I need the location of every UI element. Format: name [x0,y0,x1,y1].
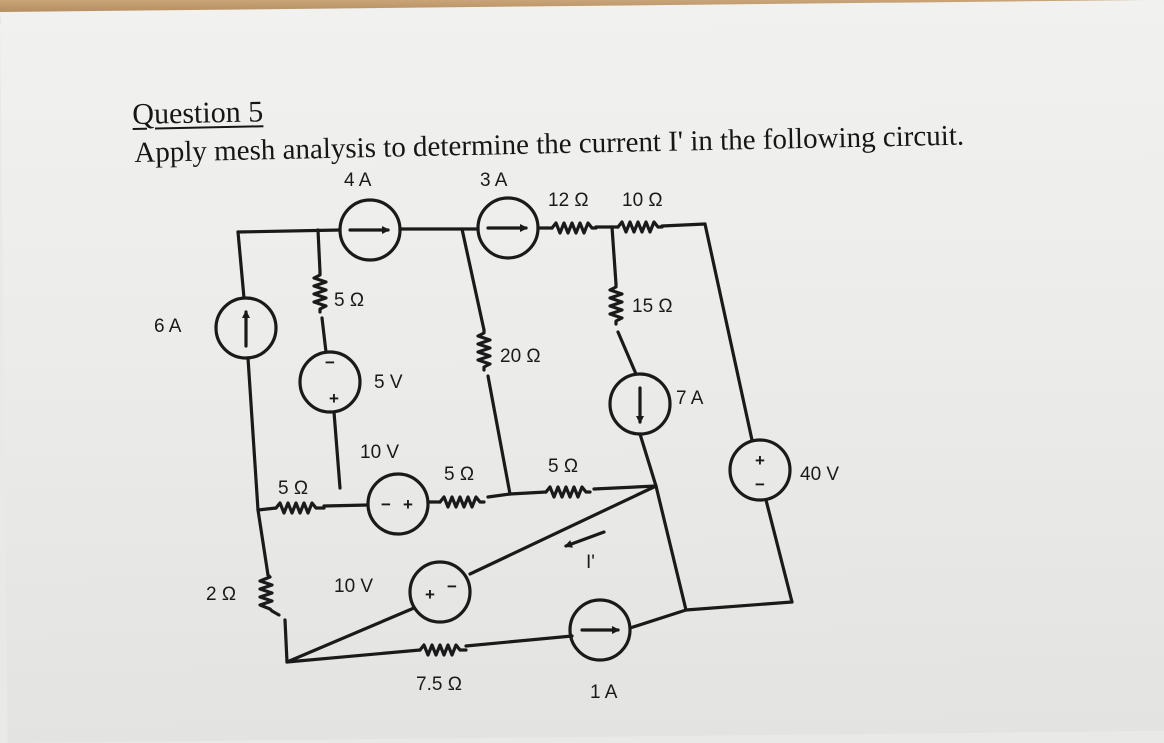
voltage-source-10v-mid [366,472,430,536]
resistor-12-ohm [550,221,598,235]
branch-15ohm-7a [610,225,688,612]
top-wire [236,222,707,234]
i-prime-arrow [564,530,606,548]
label-7a: 7 A [676,388,704,409]
polarity-plus-10v-mid: + [403,495,413,514]
diagonal-wire-i-prime [468,484,658,576]
bottom-wire [285,608,688,664]
label-1a: 1 A [590,682,618,703]
label-10v-low: 10 V [334,576,373,597]
lower-diagonal-wire [285,606,416,664]
label-4a: 4 A [344,170,372,191]
label-5-ohm-right: 5 Ω [548,456,578,477]
voltage-source-5v [298,350,362,414]
resistor-15-ohm [608,282,624,326]
label-5-ohm-left: 5 Ω [278,478,308,499]
label-3a: 3 A [480,170,508,191]
current-source-7a [608,372,672,436]
middle-row-wire [256,484,658,512]
resistor-20-ohm [476,328,492,372]
current-source-4a [338,198,402,262]
resistor-5-ohm-top [312,270,328,314]
resistor-5-ohm-right [544,485,592,499]
polarity-minus-10v-low: − [447,577,457,596]
label-12-ohm: 12 Ω [548,190,589,211]
right-wire [684,222,794,612]
current-source-1a [568,598,632,662]
polarity-minus-10v-mid: − [381,495,391,514]
polarity-minus-5v: − [325,353,335,372]
polarity-plus-40v: + [755,451,765,470]
label-7-5-ohm: 7.5 Ω [416,674,462,695]
resistor-5-ohm-mid [438,495,486,509]
polarity-plus-5v: + [329,389,339,408]
label-10-ohm: 10 Ω [622,190,663,211]
label-15-ohm: 15 Ω [632,296,673,317]
resistor-5-ohm-left [274,501,326,515]
polarity-plus-10v-low: + [425,585,435,604]
resistor-10-ohm [616,220,664,234]
current-source-3a [476,196,540,260]
label-10v-mid: 10 V [360,442,399,463]
label-i-prime: I' [586,552,595,573]
left-wire [236,230,289,664]
label-5-ohm-mid: 5 Ω [444,464,474,485]
branch-20ohm [460,227,512,496]
voltage-source-40v [728,438,792,502]
label-5-ohm-top: 5 Ω [334,290,364,311]
label-2-ohm: 2 Ω [206,584,236,605]
current-source-6a [214,296,278,360]
voltage-source-10v-low [408,560,472,624]
label-6a: 6 A [154,316,182,337]
label-20-ohm: 20 Ω [500,346,541,367]
label-5v: 5 V [374,372,403,393]
branch-5ohm-5v [316,228,342,490]
resistor-7-5-ohm [418,643,468,657]
label-40v: 40 V [800,464,839,485]
polarity-minus-40v: − [755,475,765,494]
resistor-2-ohm [258,573,281,617]
